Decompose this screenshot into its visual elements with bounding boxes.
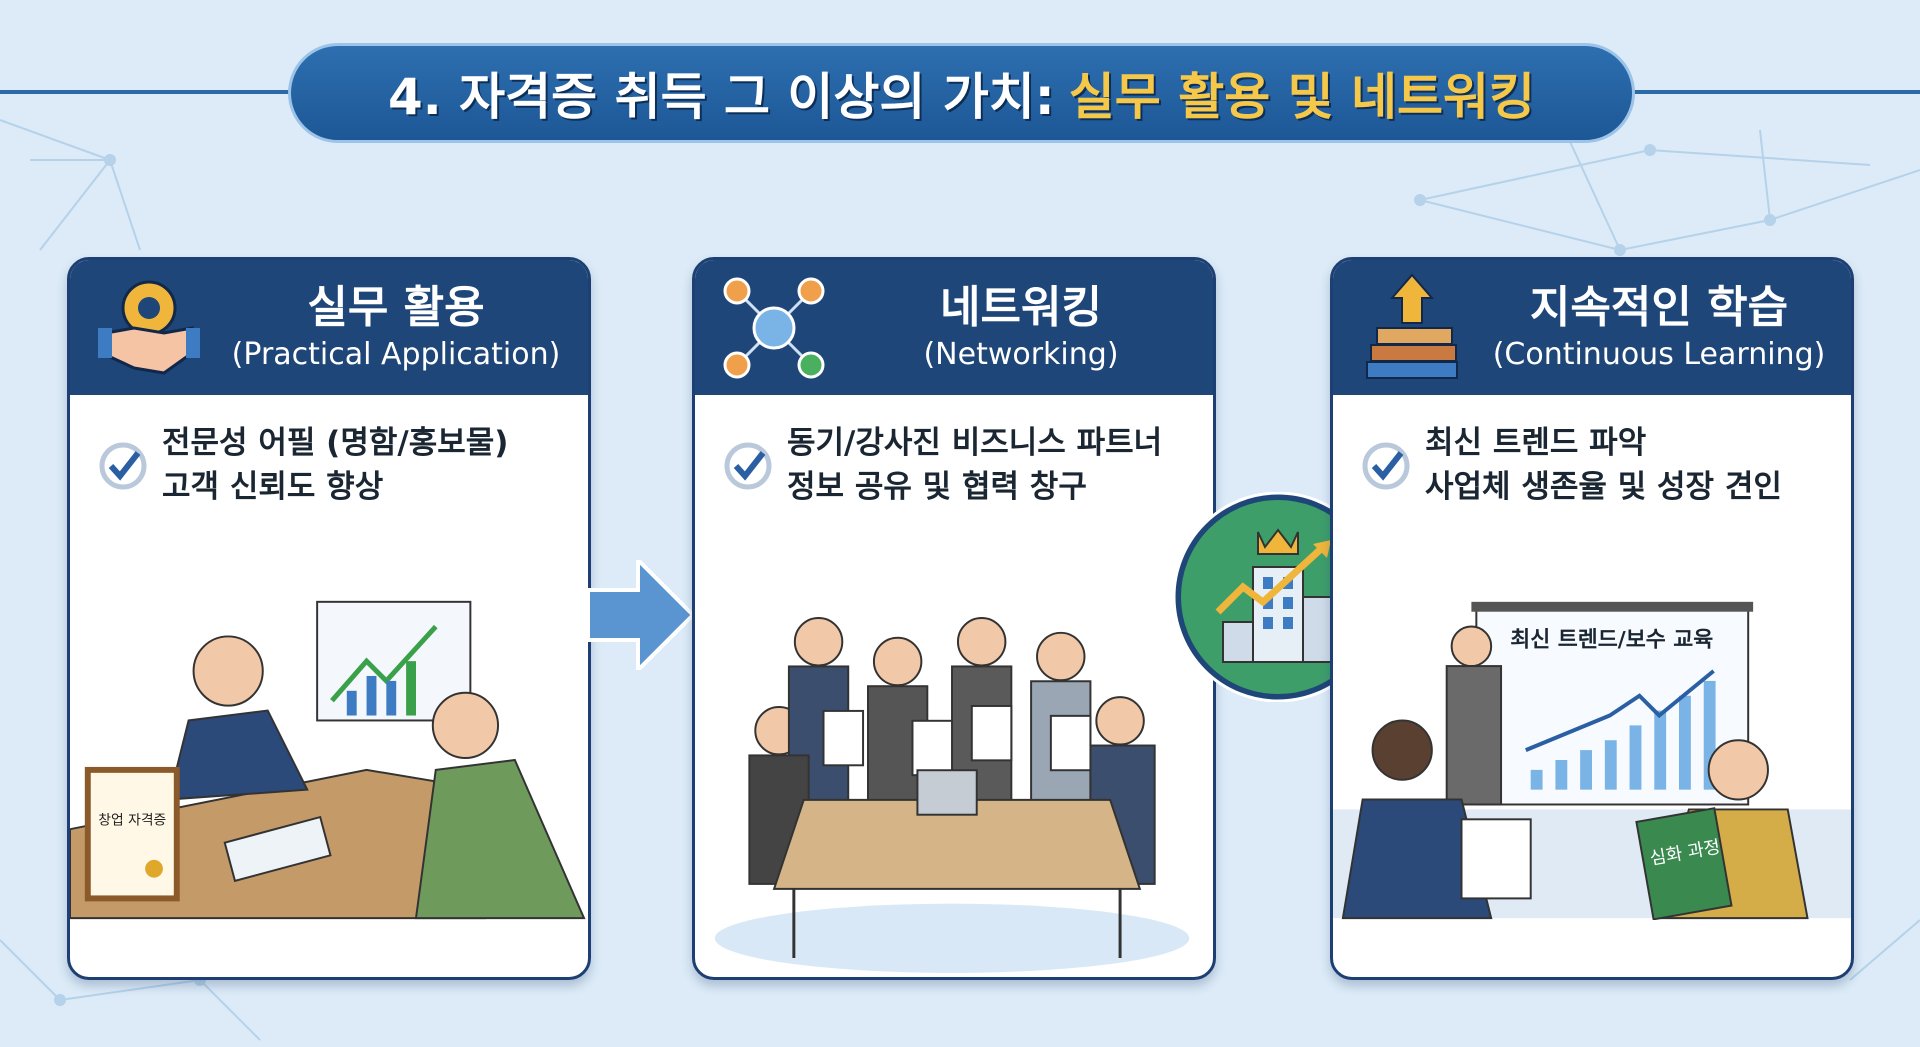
check-icon xyxy=(99,442,147,490)
check-icon xyxy=(724,442,772,490)
card-subtitle: (Practical Application) xyxy=(231,336,561,372)
network-people-icon xyxy=(723,277,825,378)
point-line: 동기/강사진 비즈니스 파트너 xyxy=(787,425,1163,461)
card-subtitle: (Continuous Learning) xyxy=(1492,336,1826,372)
card-header: 네트워킹 (Networking) xyxy=(695,260,1213,395)
point-line: 사업체 생존율 및 성장 견인 xyxy=(1425,469,1782,505)
board-label: 최신 트렌드/보수 교육 xyxy=(1510,627,1713,652)
card-header: 지속적인 학습 (Continuous Learning) xyxy=(1333,260,1851,395)
books-arrow-up-icon xyxy=(1366,272,1458,379)
card-title: 지속적인 학습 xyxy=(1529,281,1789,333)
card-continuous-learning: 지속적인 학습 (Continuous Learning) 최신 트렌드 파악 … xyxy=(1330,257,1854,980)
point-line: 전문성 어필 (명함/홍보물) xyxy=(162,425,509,461)
card-header: 실무 활용 (Practical Application) xyxy=(70,260,588,395)
certificate-label: 창업 자격증 xyxy=(98,812,166,828)
card-subtitle: (Networking) xyxy=(923,336,1119,372)
consultation-illustration: 창업 자격증 xyxy=(70,600,588,920)
point-line: 정보 공유 및 협력 창구 xyxy=(787,469,1087,505)
card-title: 네트워킹 xyxy=(940,281,1102,333)
networking-meeting-illustration xyxy=(714,617,1190,973)
check-icon xyxy=(1362,442,1410,490)
training-session-illustration: 최신 트렌드/보수 교육 심화 과정 xyxy=(1333,601,1851,920)
page-title-main: 4. 자격증 취득 그 이상의 가치: xyxy=(387,68,1055,126)
handshake-gear-icon xyxy=(98,280,200,375)
arrow-right-icon xyxy=(588,560,696,670)
card-practical-application: 실무 활용 (Practical Application) 전문성 어필 (명함… xyxy=(67,257,591,980)
point-line: 고객 신뢰도 향상 xyxy=(162,469,384,505)
point-line: 최신 트렌드 파악 xyxy=(1425,425,1647,461)
card-title: 실무 활용 xyxy=(307,281,485,333)
page-title-highlight: 실무 활용 및 네트워킹 xyxy=(1068,68,1536,126)
card-networking: 네트워킹 (Networking) 동기/강사진 비즈니스 파트너 정보 공유 … xyxy=(692,257,1216,980)
page-title: 4. 자격증 취득 그 이상의 가치: 실무 활용 및 네트워킹 xyxy=(288,43,1635,143)
